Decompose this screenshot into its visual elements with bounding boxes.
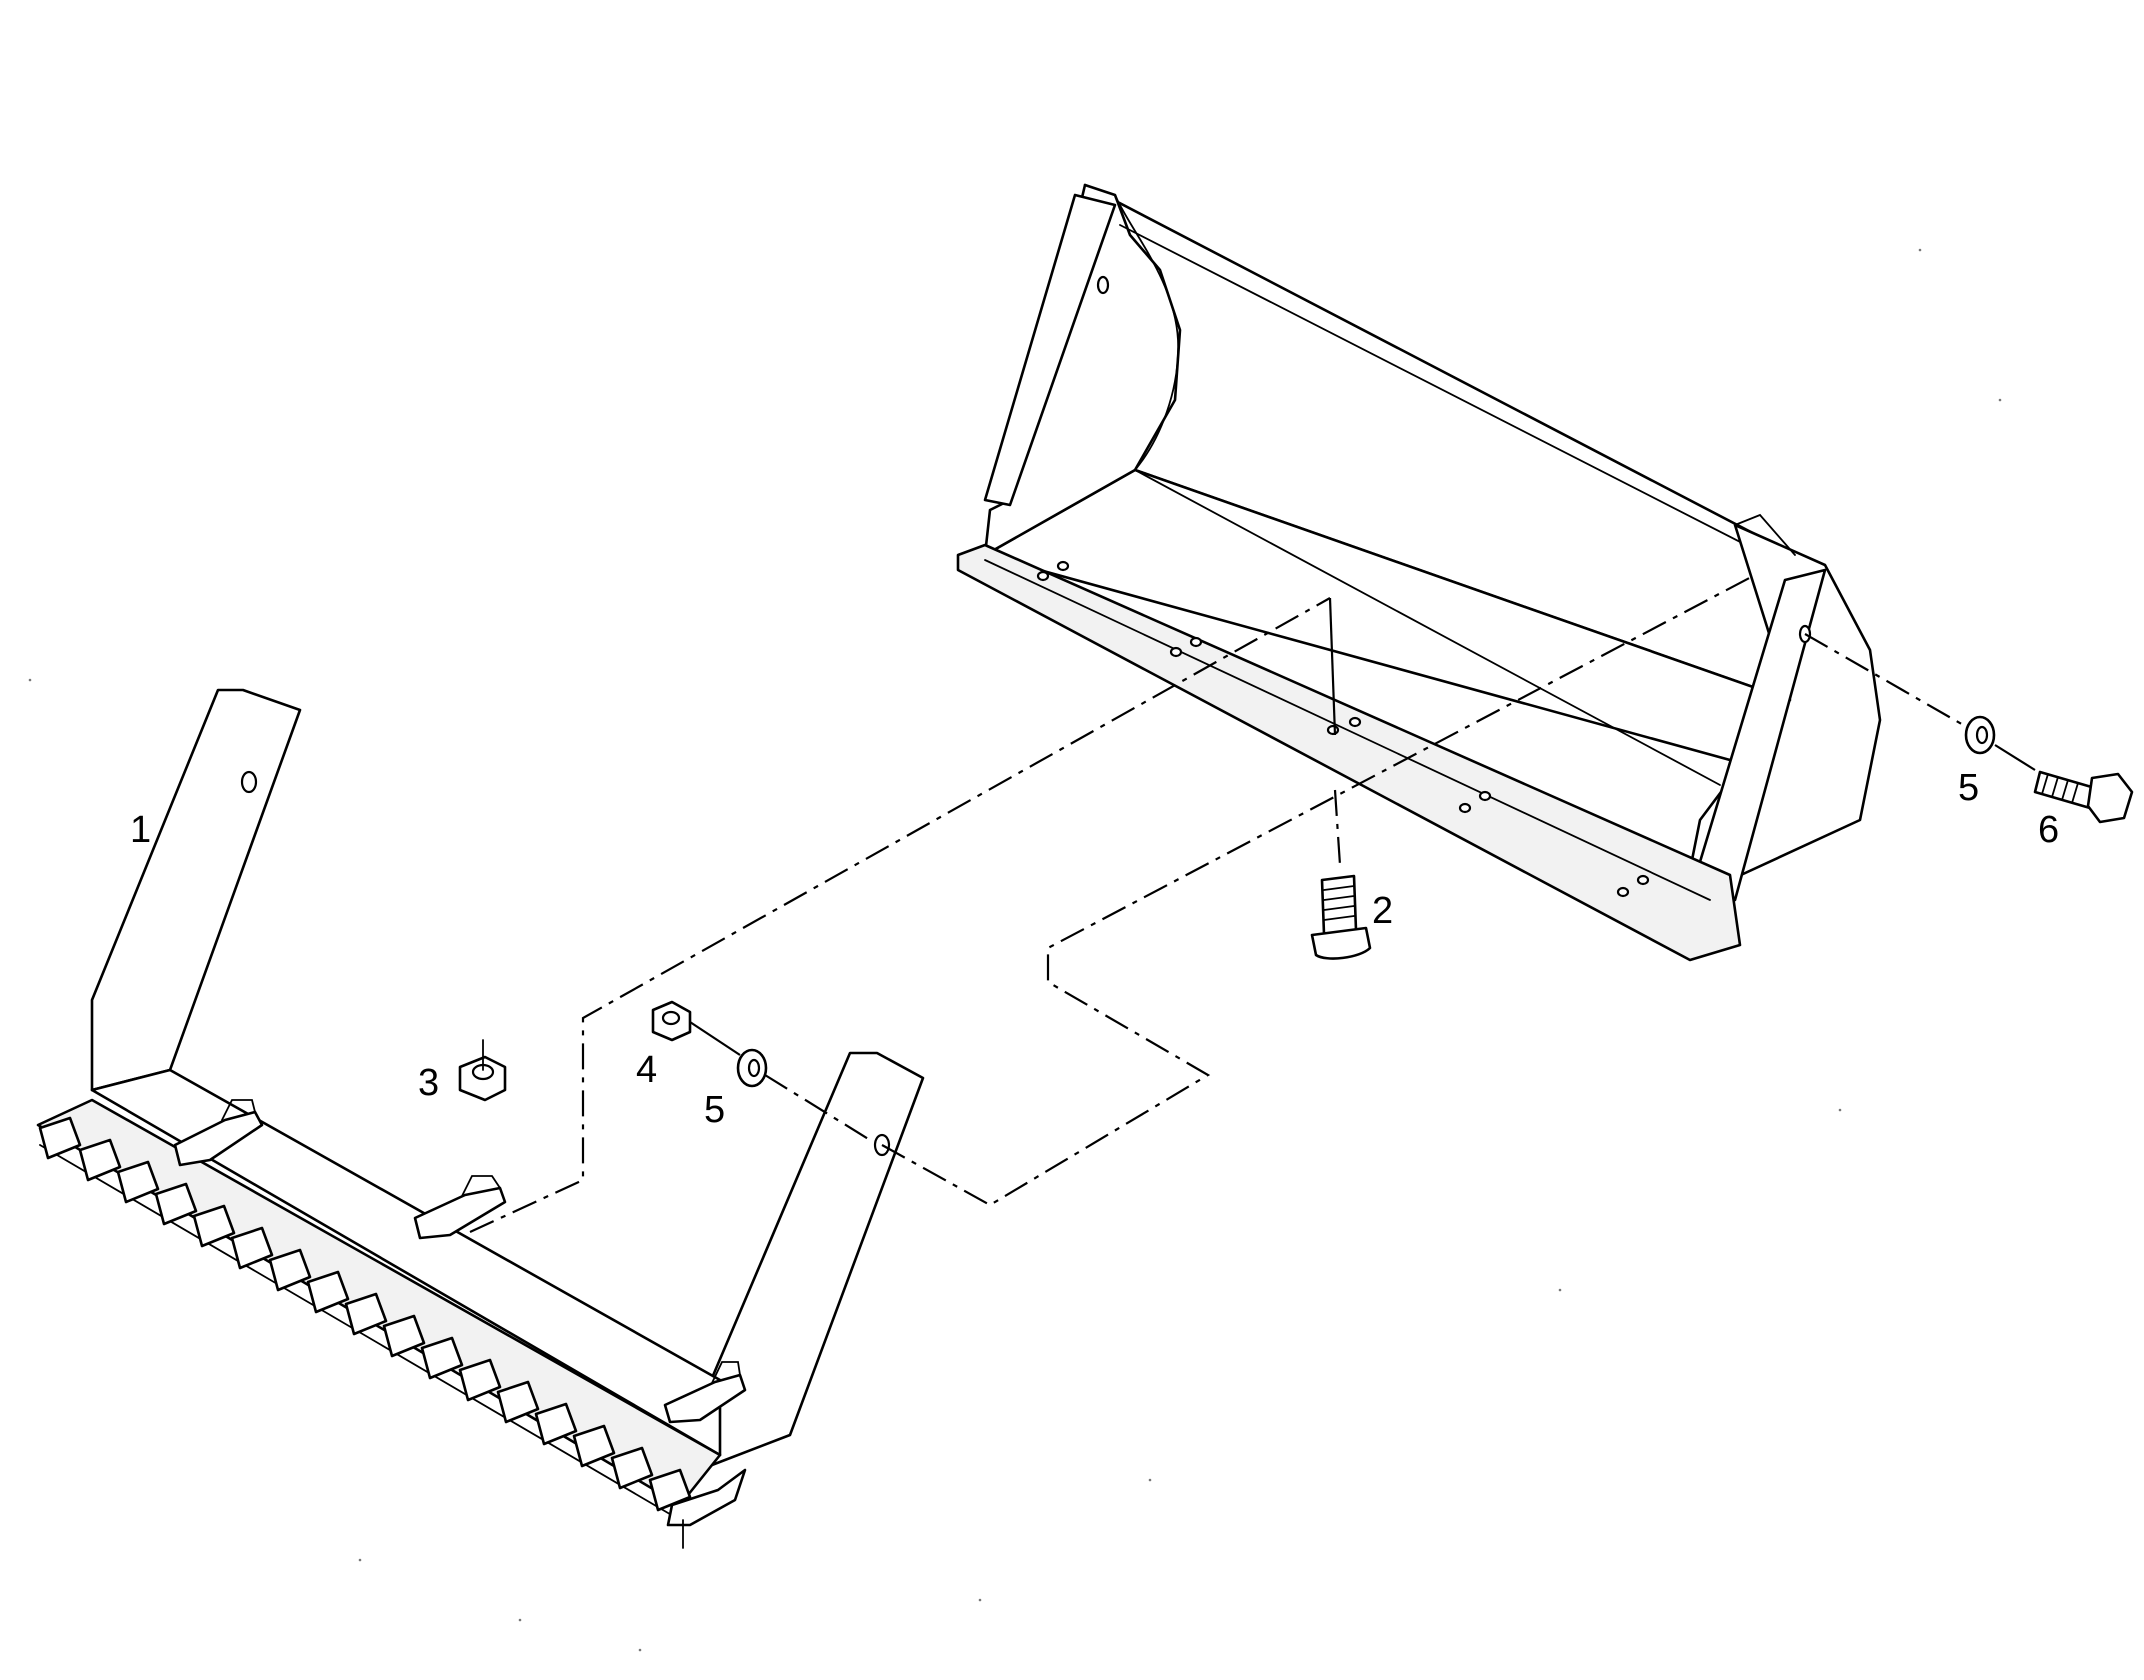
assembly-lines: [469, 574, 2036, 1233]
scan-specks: [28, 248, 2002, 1652]
callout-5-right: 5: [1958, 767, 1979, 809]
callout-6: 6: [2038, 809, 2059, 851]
bar-teeth: [38, 1116, 747, 1527]
washer-lower: [736, 1048, 768, 1088]
lock-nut: [651, 1000, 692, 1042]
hex-bolt: [2033, 770, 2134, 824]
callout-1: 1: [130, 809, 151, 851]
callout-5-lower: 5: [704, 1089, 725, 1131]
callout-2: 2: [1372, 890, 1393, 932]
hex-nut: [458, 1039, 507, 1102]
loader-bucket: [956, 183, 1882, 962]
callout-3: 3: [418, 1062, 439, 1104]
countersunk-bolt: [1310, 874, 1372, 960]
tooth-bar-assembly: [36, 688, 925, 1549]
washer-right: [1964, 715, 1996, 755]
callout-4: 4: [636, 1049, 657, 1091]
